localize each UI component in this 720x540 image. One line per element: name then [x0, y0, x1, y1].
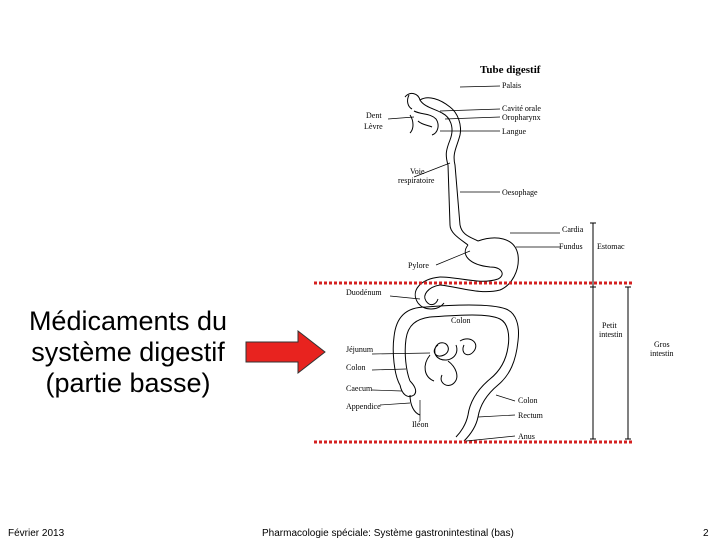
title-line-2: système digestif — [31, 337, 225, 367]
label-intestin-petit: intestin — [599, 330, 623, 339]
label-gros: Gros — [654, 340, 670, 349]
footer-page-number: 2 — [703, 528, 709, 539]
digestive-tract-diagram: Tube digestif — [314, 64, 674, 444]
label-colon-top: Colon — [451, 316, 471, 325]
label-colon-right: Colon — [518, 396, 538, 405]
label-cardia: Cardia — [562, 225, 584, 234]
footer-course: Pharmacologie spéciale: Système gastroni… — [262, 528, 514, 539]
label-pylore: Pylore — [408, 261, 429, 270]
label-fundus: Fundus — [559, 242, 583, 251]
label-oesophage: Oesophage — [502, 188, 538, 197]
label-petit: Petit — [602, 321, 617, 330]
stomach — [439, 237, 519, 293]
brackets — [590, 222, 631, 440]
label-langue: Langue — [502, 127, 526, 136]
label-respiratoire: respiratoire — [398, 176, 435, 185]
label-voie: Voie — [410, 167, 425, 176]
label-levre: Lèvre — [364, 122, 383, 131]
label-rectum: Rectum — [518, 411, 544, 420]
label-appendice: Appendice — [346, 402, 381, 411]
pointer-lines — [371, 85, 560, 442]
title-line-3: (partie basse) — [45, 368, 211, 398]
label-intestin-gros: intestin — [650, 349, 674, 358]
label-jejunum: Jéjunum — [346, 345, 374, 354]
label-dent: Dent — [366, 111, 382, 120]
esophagus — [449, 224, 479, 246]
diagram-heading: Tube digestif — [480, 64, 541, 76]
label-cavite-orale: Cavité orale — [502, 104, 541, 113]
label-anus: Anus — [518, 432, 535, 441]
small-intestine — [414, 276, 477, 386]
label-colon-left: Colon — [346, 363, 366, 372]
large-intestine — [392, 304, 519, 442]
arrow-shape — [245, 329, 326, 375]
label-caecum: Caecum — [346, 384, 373, 393]
label-oropharynx: Oropharynx — [502, 113, 541, 122]
label-estomac: Estomac — [597, 242, 625, 251]
label-ileon: Iléon — [412, 420, 428, 429]
title-line-1: Médicaments du — [28, 306, 228, 336]
mouth-region — [404, 92, 461, 226]
slide-title: Médicaments du système digestif (partie … — [8, 306, 248, 399]
label-duodenum: Duodénum — [346, 288, 382, 297]
red-arrow-icon — [245, 329, 326, 375]
label-palais: Palais — [502, 81, 521, 90]
footer-date: Février 2013 — [8, 528, 65, 539]
